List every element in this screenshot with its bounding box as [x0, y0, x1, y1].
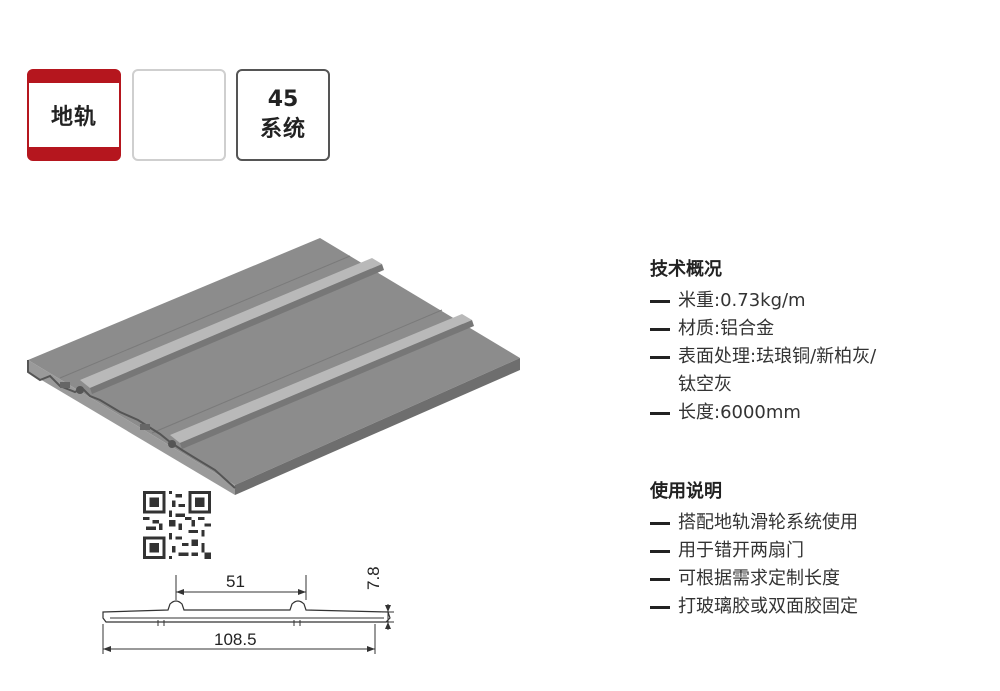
dash-icon	[650, 300, 670, 303]
dash-icon	[650, 550, 670, 553]
system-tag: 45 系统	[236, 69, 330, 161]
tech-section-title: 技术概况	[650, 259, 722, 280]
category-tag-blank	[132, 69, 226, 161]
category-tag-label: 地轨	[29, 83, 119, 147]
dim-height-label: 7.8	[364, 566, 383, 590]
qr-code	[143, 491, 211, 559]
spec-panel: 技术概况 米重:0.73kg/m 材质:铝合金 表面处理:珐琅铜/新柏灰/ 钛空…	[650, 255, 990, 621]
usage-line: 可根据需求定制长度	[650, 565, 990, 593]
dimension-drawing: 51 108.5 7.8	[98, 560, 398, 655]
usage-line: 用于错开两扇门	[650, 537, 990, 565]
dash-icon	[650, 356, 670, 359]
tech-line-continuation: 钛空灰	[678, 374, 732, 395]
system-label: 系统	[259, 117, 306, 142]
dash-icon	[650, 606, 670, 609]
usage-line: 打玻璃胶或双面胶固定	[650, 593, 990, 621]
usage-line: 搭配地轨滑轮系统使用	[650, 509, 990, 537]
tech-line: 材质:铝合金	[650, 315, 990, 343]
dim-total-label: 108.5	[214, 630, 257, 649]
tech-line: 表面处理:珐琅铜/新柏灰/	[650, 343, 990, 371]
category-tag-floor-rail: 地轨	[27, 69, 121, 161]
floor-rail-product-image	[27, 238, 520, 495]
dash-icon	[650, 522, 670, 525]
tech-line: 米重:0.73kg/m	[650, 287, 990, 315]
tech-line: 长度:6000mm	[650, 399, 990, 427]
system-number: 45	[267, 87, 299, 112]
dim-inner-label: 51	[226, 572, 245, 591]
dash-icon	[650, 328, 670, 331]
dash-icon	[650, 578, 670, 581]
usage-section-title: 使用说明	[650, 481, 722, 502]
dash-icon	[650, 412, 670, 415]
